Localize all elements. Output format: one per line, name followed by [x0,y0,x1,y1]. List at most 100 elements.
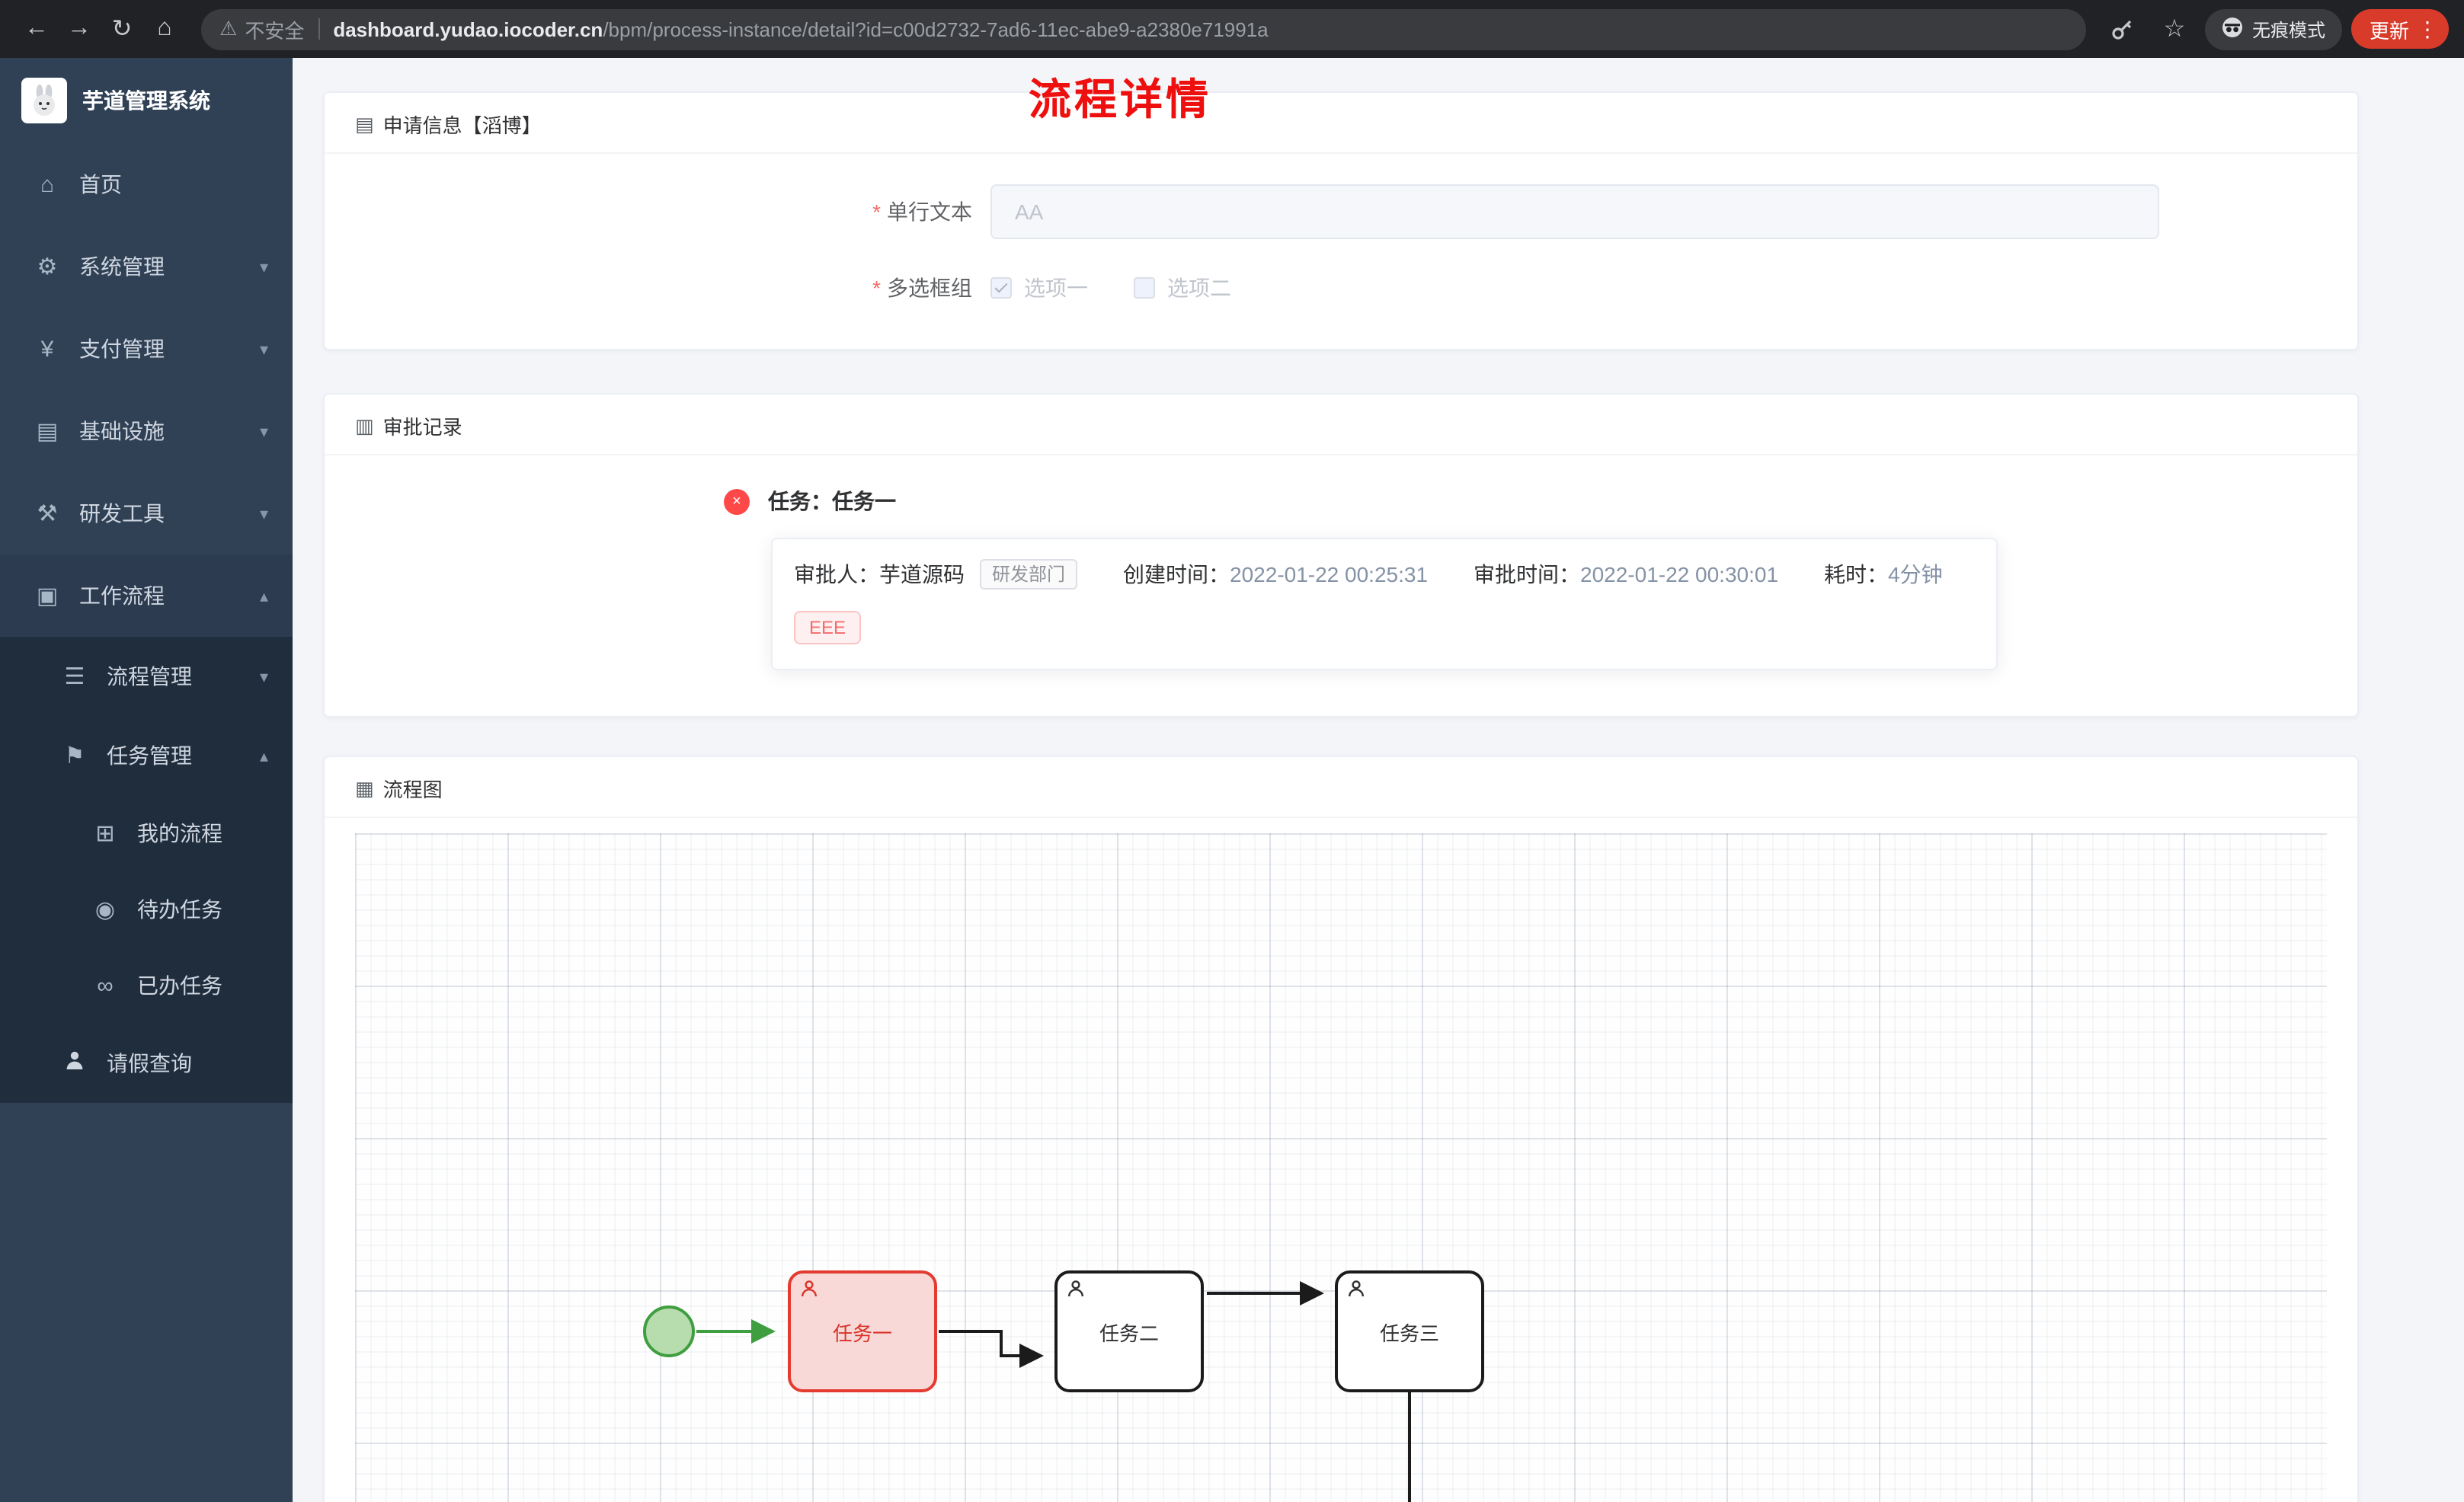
approver-name: 芋道源码 [879,562,965,587]
security-label: 不安全 [245,19,305,42]
checkbox-option-1[interactable]: 选项一 [990,273,1088,303]
approval-record-title: 审批记录 [382,416,462,439]
approval-record-card: ▥ 审批记录 × 任务：任务一 审批人： 芋道源码 研发部门 [323,393,2359,718]
user-task-icon [800,1280,818,1303]
apply-info-card-header: ▤ 申请信息【滔博】 [325,93,2357,154]
logo-avatar [21,78,67,123]
sidebar-item-process-mgmt[interactable]: ☰ 流程管理 ▾ [0,637,293,716]
flag-icon: ⚑ [64,743,85,769]
briefcase-icon: ▣ [36,583,59,609]
update-label: 更新 [2369,19,2409,42]
sidebar-item-label: 流程管理 [107,664,192,689]
checkbox-option-2[interactable]: 选项二 [1134,273,1231,303]
document-icon: ▤ [355,112,374,135]
process-diagram-title: 流程图 [382,778,443,802]
yen-icon: ¥ [40,336,54,362]
bpmn-connectors [643,1281,1411,1502]
reload-icon[interactable]: ↻ [111,17,133,43]
flow-task1-to-task2 [939,1330,1044,1369]
user-task-icon [1347,1280,1365,1303]
task-node-label: 任务一 [832,1321,892,1345]
comment-tag: EEE [794,611,862,645]
checkbox-label: 选项一 [1024,276,1088,300]
approval-record-card-header: ▥ 审批记录 [325,395,2357,455]
sidebar-item-done-tasks[interactable]: ∞ 已办任务 [0,948,293,1024]
duration-label: 耗时： [1824,562,1889,587]
form-row-text: *单行文本 [325,184,2357,239]
process-diagram-card-header: ▦ 流程图 [325,758,2357,819]
task-node-label: 任务三 [1379,1321,1439,1345]
checkbox-label: 选项二 [1167,276,1231,300]
sidebar-item-label: 已办任务 [137,973,222,998]
timeline-item: × 任务：任务一 [724,486,2327,516]
sidebar-item-task-mgmt[interactable]: ⚑ 任务管理 ▴ [0,716,293,795]
person-icon [58,1050,91,1077]
sidebar-item-label: 工作流程 [79,583,165,608]
sidebar-item-label: 基础设施 [79,419,165,443]
address-bar[interactable]: ⚠ 不安全 dashboard.yudao.iocoder.cn/bpm/pro… [201,8,2086,50]
approve-time-label: 审批时间： [1474,562,1581,587]
apply-info-card: ▤ 申请信息【滔博】 *单行文本 *多选框组 [323,91,2359,350]
page-title: 流程详情 [1028,76,1212,123]
app-title: 芋道管理系统 [82,88,210,113]
dept-tag: 研发部门 [980,559,1078,590]
sidebar-item-my-process[interactable]: ⊞ 我的流程 [0,795,293,871]
task-title: 任务：任务一 [768,489,896,513]
chevron-up-icon: ▴ [259,747,268,765]
field-label: 单行文本 [887,200,972,224]
bpmn-task-node-1: 任务一 [788,1270,937,1393]
duration-value: 4分钟 [1888,562,1943,587]
monitor-icon: ▤ [36,419,59,445]
process-diagram-card: ▦ 流程图 [323,756,2359,1502]
sidebar-item-payment-mgmt[interactable]: ¥ 支付管理 ▾ [0,308,293,390]
task-node-label: 任务二 [1099,1321,1159,1345]
sidebar: 芋道管理系统 ⌂ 首页 ⚙ 系统管理 ▾ ¥ 支付管理 ▾ ▤ 基础设施 ▾ [0,58,293,1502]
home-menu-icon: ⌂ [40,171,55,197]
main-content: 流程详情 ▤ 申请信息【滔博】 *单行文本 *多选 [293,58,2464,1502]
form-row-checkbox-group: *多选框组 选项一 选项二 [325,273,2357,303]
sidebar-item-home[interactable]: ⌂ 首页 [0,143,293,225]
sidebar-item-infrastructure[interactable]: ▤ 基础设施 ▾ [0,390,293,472]
warning-icon[interactable]: ⚠ [219,17,238,40]
home-icon[interactable]: ⌂ [157,15,172,41]
start-event-node [643,1305,695,1358]
field-label-text: *单行文本 [325,197,990,227]
window-icon: ⊞ [95,821,115,847]
eye-icon: ◉ [94,897,116,923]
forward-icon[interactable]: → [67,15,91,41]
list-icon: ☰ [64,664,85,690]
workflow-submenu: ☰ 流程管理 ▾ ⚑ 任务管理 ▴ ⊞ 我的流程 ◉ 待办任务 [0,637,293,1103]
chevron-down-icon: ▾ [259,505,268,523]
url-path: /bpm/process-instance/detail?id=c00d2732… [603,18,1269,40]
sidebar-item-workflow[interactable]: ▣ 工作流程 ▴ [0,554,293,637]
approver-label: 审批人： [794,562,879,587]
star-icon[interactable]: ☆ [2163,17,2186,43]
glasses-icon: ∞ [97,973,114,999]
incognito-badge: 无痕模式 [2204,8,2342,50]
bpmn-canvas[interactable]: 任务一 任务二 任务三 [355,833,2327,1502]
bpmn-task-node-3: 任务三 [1335,1270,1484,1393]
single-line-text-input[interactable] [990,184,2159,239]
gear-icon: ⚙ [37,254,58,280]
sidebar-item-dev-tools[interactable]: ⚒ 研发工具 ▾ [0,472,293,554]
sidebar-item-label: 支付管理 [79,337,165,361]
apply-info-title: 申请信息【滔博】 [382,114,542,137]
sidebar-item-leave-query[interactable]: 请假查询 [0,1024,293,1103]
menu-dots-icon[interactable]: ⋮ [2417,16,2438,40]
update-button[interactable]: 更新 ⋮ [2350,9,2449,49]
create-time-label: 创建时间： [1123,562,1230,587]
tools-icon: ⚒ [37,501,58,527]
sidebar-item-todo-tasks[interactable]: ◉ 待办任务 [0,871,293,948]
sidebar-item-label: 首页 [79,172,122,197]
checkbox-unchecked-icon [1134,277,1155,299]
sidebar-item-system-mgmt[interactable]: ⚙ 系统管理 ▾ [0,225,293,308]
sidebar-item-label: 系统管理 [79,254,165,279]
diagram-icon: ▦ [355,776,374,800]
checkbox-checked-icon [990,277,1012,299]
sidebar-item-label: 研发工具 [79,501,165,526]
field-label-checkbox: *多选框组 [325,273,990,303]
key-icon[interactable] [2101,8,2144,50]
url-host: dashboard.yudao.iocoder.cn [333,18,603,40]
back-icon[interactable]: ← [24,15,49,41]
